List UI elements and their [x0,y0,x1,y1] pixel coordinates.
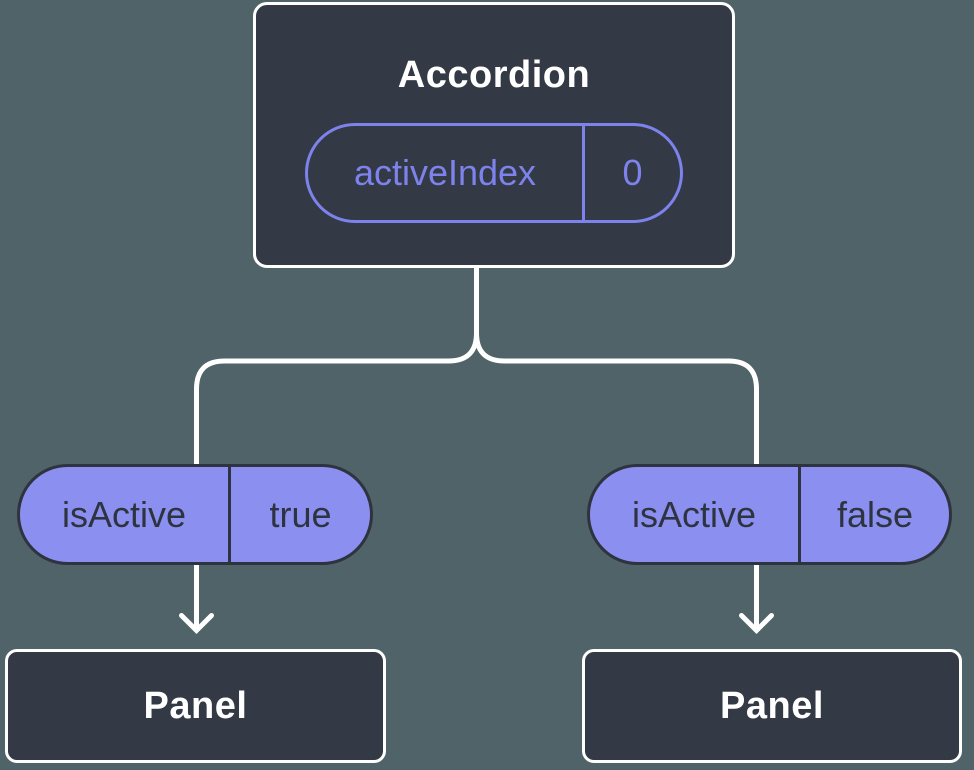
right-arrowhead-icon [739,613,774,635]
prop-value-label: 0 [622,152,643,193]
panel-node-title: Panel [143,684,248,727]
state-value-label: true [269,493,332,535]
accordion-node-title: Accordion [397,54,591,96]
right-panel-node: Panel [582,649,962,763]
activeindex-prop-pill: activeIndex 0 [305,123,683,223]
state-name-label: isActive [61,493,187,535]
left-arrowhead-icon [179,613,214,635]
pill-divider [582,126,585,220]
panel-node-title: Panel [720,684,824,727]
state-name-label: isActive [631,493,757,535]
right-isactive-pill: isActive false [587,464,952,565]
left-panel-node: Panel [5,649,386,763]
connector-root-to-left [194,257,479,631]
state-value-label: false [836,493,914,535]
connector-root-to-right [474,257,759,631]
pill-divider [798,467,801,562]
left-isactive-pill: isActive true [17,464,373,565]
accordion-node: Accordion activeIndex 0 [253,2,735,268]
prop-name-label: activeIndex [353,152,537,193]
pill-divider [228,467,231,562]
